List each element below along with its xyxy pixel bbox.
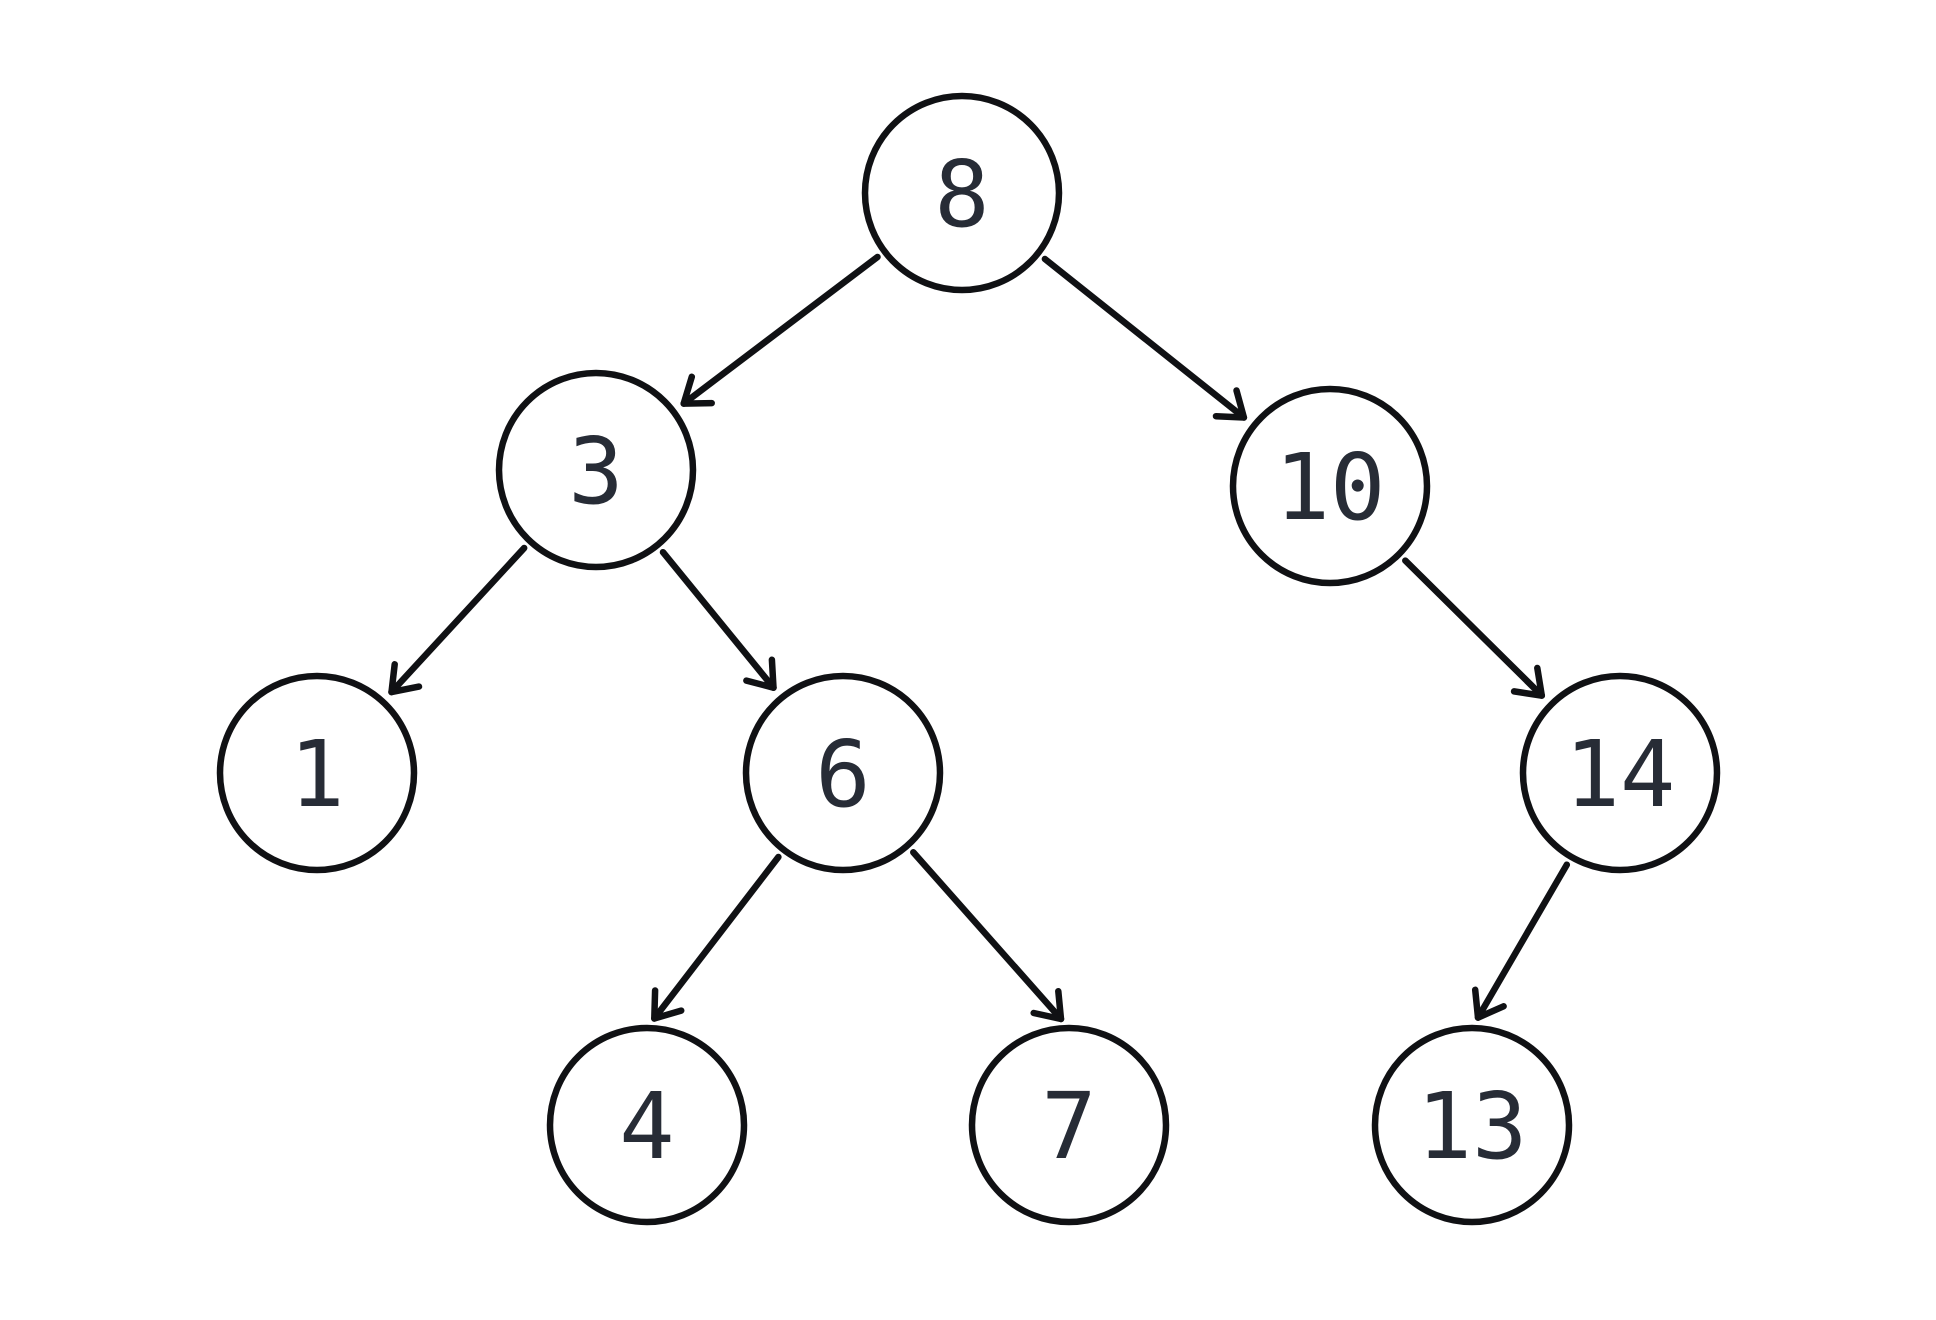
arrowhead-3-6 [743,656,777,691]
node-label-13: 13 [1417,1073,1528,1180]
node-circle-1 [216,672,418,874]
tree-node-13: 13 [1371,1024,1573,1226]
edge-6-7 [910,849,1065,1023]
tree-node-1: 1 [216,672,418,874]
edge-8-10 [1041,255,1248,421]
node-circle-14 [1519,672,1721,874]
node-label-8: 8 [934,141,989,248]
edge-8-3 [680,253,881,407]
node-label-6: 6 [815,721,870,828]
tree-node-4: 4 [546,1024,748,1226]
node-circle-7 [968,1024,1170,1226]
node-label-14: 14 [1565,721,1676,828]
nodes-layer: 8 3 10 1 6 14 4 7 13 [216,92,1721,1226]
node-circle-4 [546,1024,748,1226]
node-label-7: 7 [1041,1073,1096,1180]
arrowhead-6-7 [1030,987,1065,1023]
node-label-10: 10 [1275,434,1386,541]
node-circle-10 [1229,385,1431,587]
tree-node-10: 10 [1229,385,1431,587]
edge-3-6 [659,548,777,691]
arrowhead-3-1 [388,661,423,696]
node-circle-3 [495,369,697,571]
arrowhead-8-10 [1212,387,1248,421]
node-circle-6 [742,672,944,874]
node-label-3: 3 [568,418,623,525]
arrowhead-8-3 [680,373,715,407]
tree-node-8: 8 [861,92,1063,294]
edge-10-14 [1402,557,1546,699]
edge-14-13 [1474,861,1571,1021]
edge-6-4 [651,853,782,1022]
arrowhead-6-4 [651,987,685,1022]
node-circle-8 [861,92,1063,294]
arrowhead-14-13 [1471,986,1507,1021]
edges-layer [388,253,1571,1023]
node-circle-13 [1371,1024,1573,1226]
node-label-1: 1 [289,721,344,828]
tree-node-6: 6 [742,672,944,874]
edge-3-1 [388,544,528,696]
arrowhead-10-14 [1510,664,1546,699]
tree-node-3: 3 [495,369,697,571]
tree-node-14: 14 [1519,672,1721,874]
node-label-4: 4 [619,1073,674,1180]
tree-node-7: 7 [968,1024,1170,1226]
